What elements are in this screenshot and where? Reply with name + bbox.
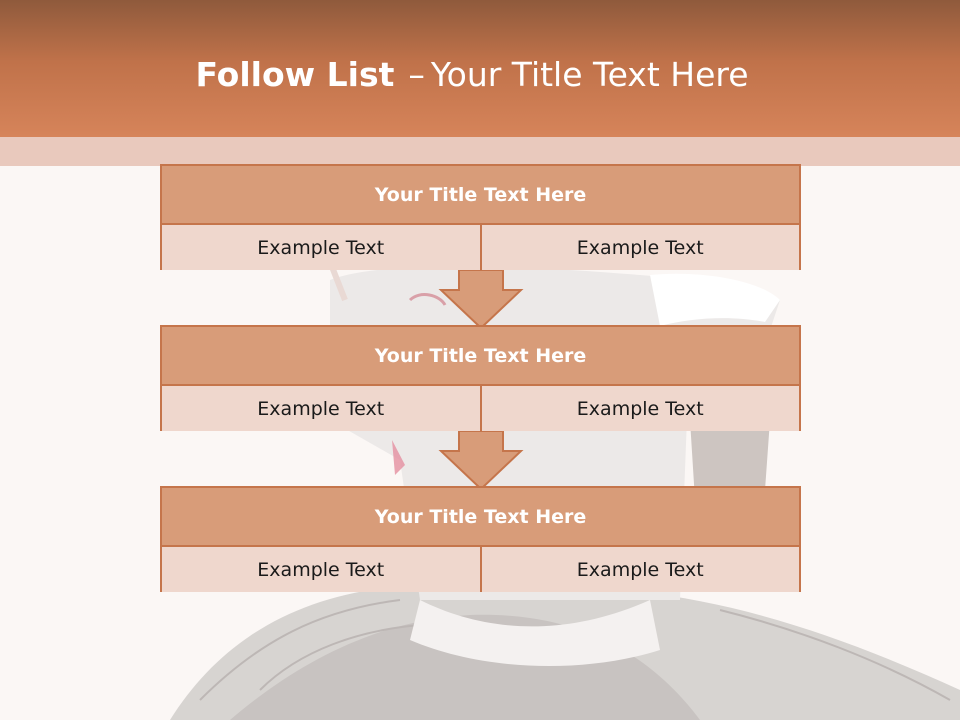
step-text-left: Example Text xyxy=(162,547,480,592)
step-title: Your Title Text Here xyxy=(162,488,799,547)
header-band xyxy=(0,137,960,166)
title-bold: Follow List xyxy=(195,55,395,94)
step-text-left: Example Text xyxy=(162,225,480,270)
step-text-right: Example Text xyxy=(479,225,799,270)
header-bar xyxy=(0,0,960,137)
step-box-2: Your Title Text Here Example Text Exampl… xyxy=(160,325,801,431)
step-title: Your Title Text Here xyxy=(162,327,799,386)
step-text-right: Example Text xyxy=(479,386,799,431)
step-box-1: Your Title Text Here Example Text Exampl… xyxy=(160,164,801,270)
step-text-right: Example Text xyxy=(479,547,799,592)
title-dash: – xyxy=(408,55,425,94)
down-arrow-icon xyxy=(438,270,524,330)
slide-title: Follow List–Your Title Text Here xyxy=(0,52,944,98)
step-box-3: Your Title Text Here Example Text Exampl… xyxy=(160,486,801,592)
down-arrow-icon xyxy=(438,431,524,491)
step-title: Your Title Text Here xyxy=(162,166,799,225)
title-rest: Your Title Text Here xyxy=(430,55,749,94)
step-text-left: Example Text xyxy=(162,386,480,431)
